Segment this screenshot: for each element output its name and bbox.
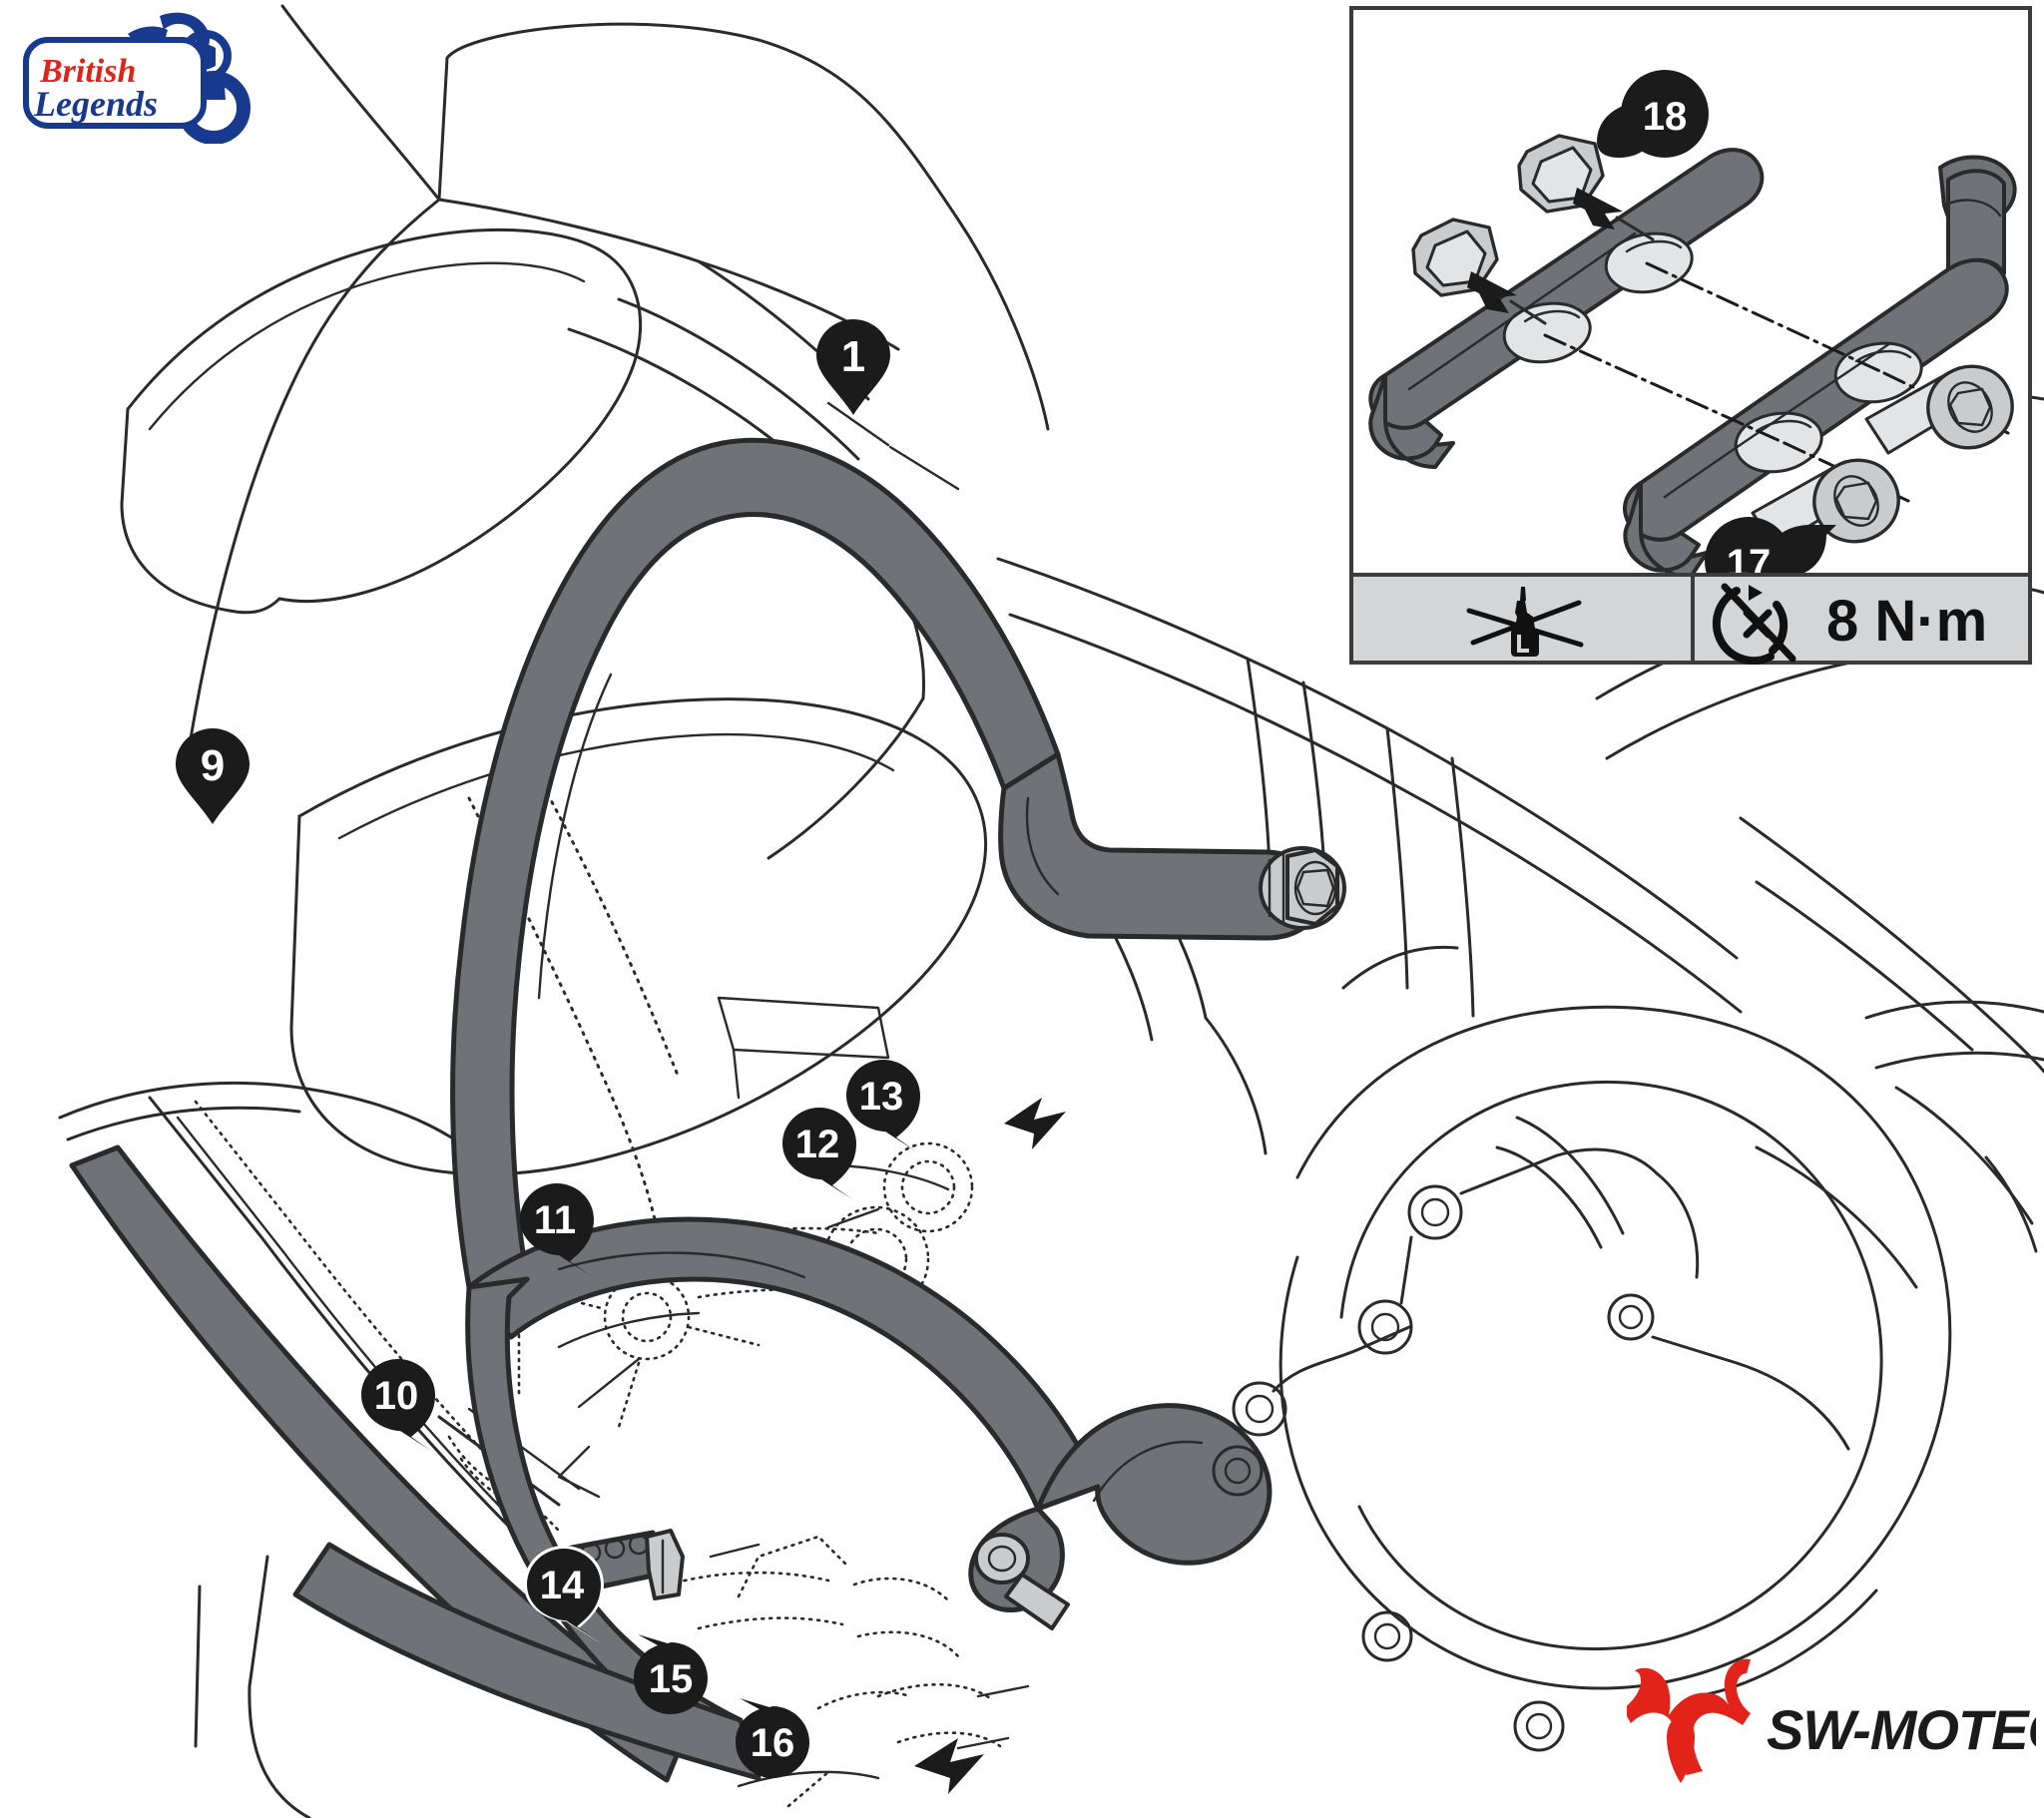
torque-value-label: 8 N·m [1826,589,1987,654]
callout-pin-11[interactable]: 11 [520,1183,594,1279]
clamp-half-lower [1623,155,2017,579]
callout-9-label: 9 [201,741,225,790]
rear-frame-details [1092,876,2044,1253]
no-threadlocker-cross [1466,600,1584,648]
crash-bar-main-loop [450,437,1061,1290]
pin-shape [634,1634,708,1714]
pin-shape [176,728,250,824]
pin-shape [816,319,890,415]
callout-leader-lines [826,401,960,491]
callout-10-label: 10 [374,1374,419,1418]
no-retighten-icon [1712,583,1796,665]
pin-shape [520,1183,594,1275]
callout-16-label: 16 [751,1721,795,1765]
pin-shape [736,1698,809,1778]
logo-plate [23,37,207,129]
callout-1-label: 1 [841,332,865,381]
callout-11-label: 11 [534,1198,576,1242]
inset-callout-18: 18 [1597,70,1709,158]
callout-pin-14[interactable]: 14 [524,1546,604,1644]
nut-insert-arrows [1467,188,1655,325]
inset-callout-18-label: 18 [1643,95,1688,139]
callout-pin-1[interactable]: 1 [816,319,890,415]
callout-pin-13[interactable]: 13 [846,1060,920,1155]
pin-shape [361,1359,435,1451]
assembly-direction-arrow [914,1738,984,1794]
fuel-tank-outline [189,4,1050,740]
lower-mount-bracket [968,1403,1273,1630]
pin-shape [782,1108,856,1199]
socket-bolt-lower [1751,458,1900,549]
crash-bar-left-rail [69,1144,692,1783]
callout-pin-9[interactable]: 9 [176,728,250,824]
logo-text-legends: Legends [33,84,158,124]
crash-bar-left-lower [292,1542,762,1781]
upper-mount-bracket [998,751,1346,941]
manufacturer-wordmark: SW-MOTECH [1767,1698,2036,1761]
assembly-direction-arrow-upper [1004,1098,1066,1149]
bull-head-icon [1627,1658,1751,1783]
pin-shape [527,1549,601,1640]
mid-fairing-panel [289,697,987,1239]
socket-bolt-upper [1864,364,2014,455]
logo-text-british: British [39,53,136,90]
callout-pin-12[interactable]: 12 [782,1108,856,1203]
engine-case [1232,1005,2034,1752]
brand-logo-british-legends: British Legends [23,12,251,144]
side-panel-upper [120,227,642,615]
inset-spec-bar: 8 N·m [1349,573,2032,665]
callout-pin-16[interactable]: 16 [736,1698,809,1794]
callout-12-label: 12 [795,1123,840,1166]
callout-pin-15[interactable]: 15 [634,1634,708,1730]
callout-13-label: 13 [859,1075,904,1119]
callout-15-label: 15 [649,1657,694,1701]
callout-14-label: 14 [540,1564,585,1607]
clamp-half-upper [1368,148,1765,469]
manufacturer-logo-sw-motech: SW-MOTECH [1627,1658,2036,1783]
pin-shape [846,1060,920,1151]
inset-detail-panel: .ipart { fill:#6f7276; stroke:#2a2a2a; s… [1349,6,2032,665]
callout-pin-10[interactable]: 10 [361,1359,435,1455]
